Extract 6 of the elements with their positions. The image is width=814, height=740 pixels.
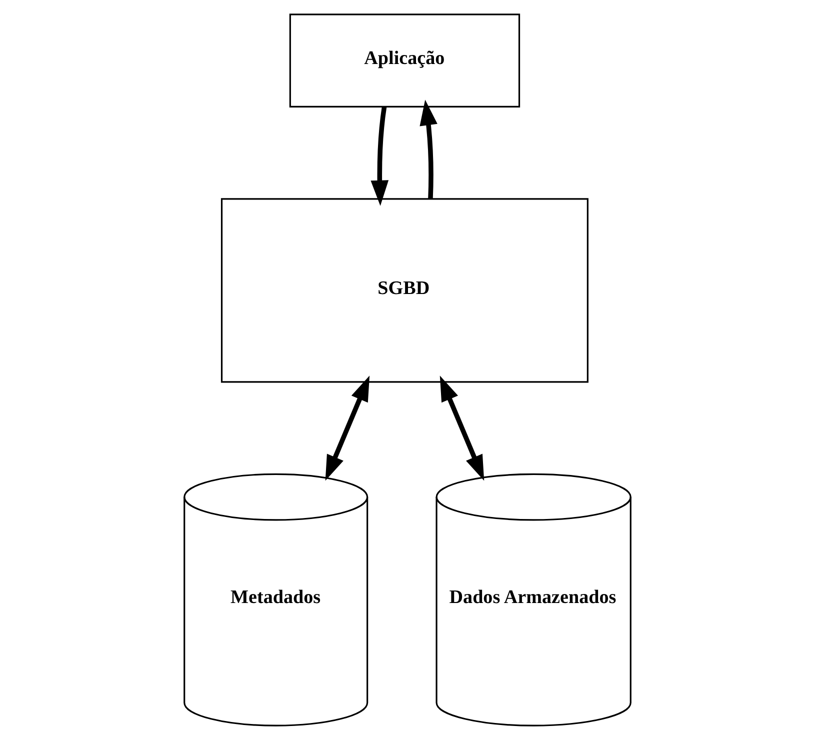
- arrow: [324, 376, 370, 481]
- node-box: Aplicação: [288, 14, 520, 108]
- arrow: [439, 376, 484, 481]
- node-box: SGBD: [220, 198, 588, 383]
- arrow: [419, 100, 437, 199]
- arrow: [370, 106, 388, 206]
